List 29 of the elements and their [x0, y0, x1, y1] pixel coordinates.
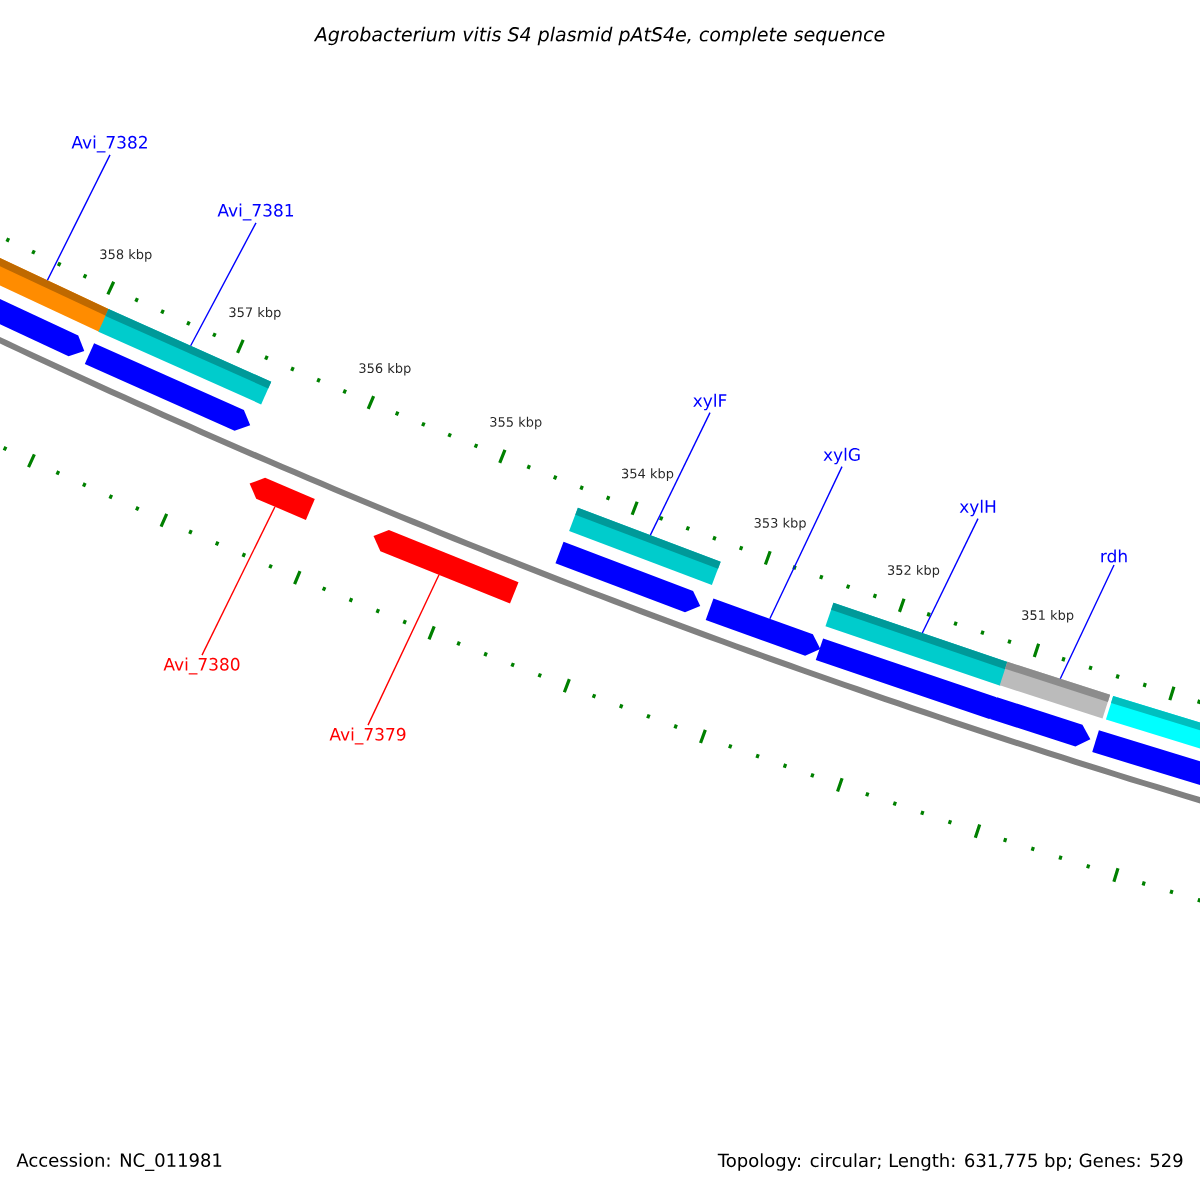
- gene-label: Avi_7380: [163, 657, 240, 675]
- gene-label: xylH: [959, 499, 996, 517]
- gene-feature: [990, 697, 1091, 747]
- gene-label: rdh: [1101, 549, 1127, 563]
- gene-bar: [569, 507, 721, 585]
- gene-label: Avi_7382: [71, 135, 147, 153]
- gene-label: xylG: [823, 447, 860, 465]
- leader-line: [1059, 564, 1115, 680]
- leader-line: [367, 574, 440, 726]
- gene-feature: [705, 598, 821, 656]
- footer-text: Topology: circular; Length: 631,775 bp; Genes: 529: [717, 1153, 1183, 1171]
- leader-line: [649, 411, 711, 536]
- gene-feature: [373, 530, 519, 604]
- leader-line: [921, 517, 979, 634]
- footer-text: Accession: NC_011981: [16, 1153, 222, 1171]
- gene-label: xylF: [693, 393, 727, 411]
- leader-line: [46, 154, 111, 281]
- title: Agrobacterium vitis S4 plasmid pAtS4e, complete sequence: [313, 26, 885, 46]
- leader-line: [201, 506, 276, 656]
- gene-bar: [999, 661, 1111, 719]
- gene-bar: [825, 602, 1009, 686]
- leader-line: [769, 465, 843, 620]
- leader-line: [189, 222, 257, 347]
- gene-feature: [84, 343, 251, 431]
- gene-feature: [555, 541, 701, 613]
- gene-feature: [1092, 730, 1200, 790]
- gene-feature: [249, 477, 315, 520]
- gene-label: Avi_7381: [217, 203, 294, 221]
- gene-label: Avi_7379: [329, 727, 406, 745]
